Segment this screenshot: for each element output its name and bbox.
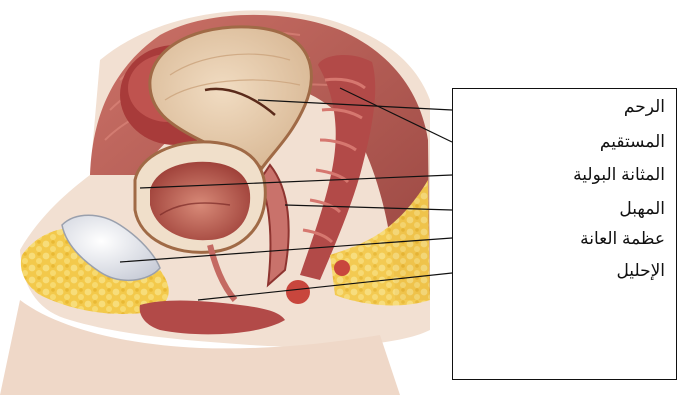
label-pubic-bone: عظمة العانة xyxy=(580,229,665,249)
label-rectum: المستقيم xyxy=(600,132,665,152)
label-bladder: المثانة البولية xyxy=(573,165,665,185)
label-uterus: الرحم xyxy=(624,97,665,117)
label-urethra: الإحليل xyxy=(616,261,665,281)
label-vagina: المهبل xyxy=(619,199,665,219)
